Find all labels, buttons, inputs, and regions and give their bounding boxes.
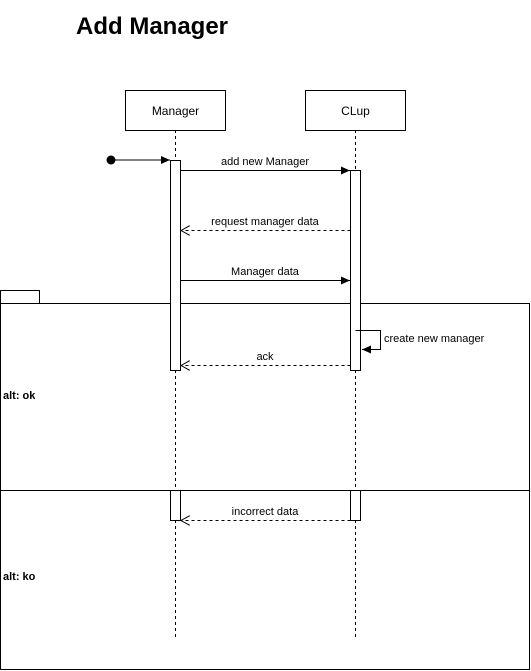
participant-manager[interactable]: Manager (125, 90, 226, 131)
manager-activation (170, 160, 181, 371)
message-add-new-manager: add new Manager (221, 156, 309, 168)
alt-ok-label: alt: ok (3, 390, 36, 402)
message-request-manager-data: request manager data (211, 216, 320, 228)
alt-fragment: alt: ok alt: ko (0, 290, 530, 670)
alt-fragment-tab (0, 290, 40, 304)
message-create-new-manager: create new manager (384, 333, 485, 345)
manager-activation-ko (170, 490, 181, 521)
message-incorrect-data: incorrect data (232, 506, 300, 518)
participant-manager-label: Manager (152, 104, 199, 118)
participant-clup-label: CLup (341, 104, 370, 118)
participant-clup[interactable]: CLup (305, 90, 406, 131)
alt-fragment-frame (0, 303, 530, 670)
message-manager-data: Manager data (231, 266, 300, 278)
clup-activation (350, 170, 361, 371)
diagram-title: Add Manager (76, 13, 229, 40)
clup-activation-ko (350, 490, 361, 521)
message-create-new-manager-arrow (355, 330, 381, 354)
alt-ko-label: alt: ko (3, 571, 36, 583)
message-ack: ack (256, 351, 274, 363)
